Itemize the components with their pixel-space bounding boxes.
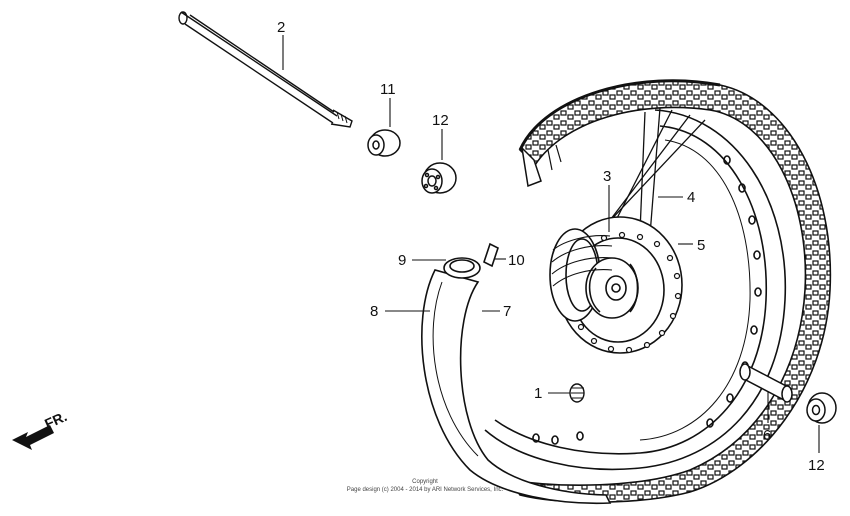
callout-7: 7 [503, 303, 511, 320]
axle [178, 11, 353, 128]
callout-12-lower: 12 [808, 457, 825, 474]
bearing-12-lower [806, 392, 837, 424]
rim [484, 109, 787, 471]
direction-label: FR. [42, 408, 69, 432]
tube [421, 242, 612, 505]
front-arrow: FR. [12, 408, 69, 450]
copyright-notice: Page design (c) 2004 - 2014 by ARI Netwo… [346, 487, 504, 493]
tire [508, 79, 832, 503]
callout-5: 5 [697, 237, 705, 254]
callouts: 2 11 12 3 4 5 9 10 8 7 1 6 12 [277, 19, 825, 474]
callout-3: 3 [603, 168, 611, 185]
copyright-heading: Copyright [412, 479, 438, 485]
callout-12-upper: 12 [432, 112, 449, 129]
leader-lines [282, 35, 820, 453]
callout-6: 6 [763, 427, 771, 444]
callout-11: 11 [380, 81, 396, 98]
callout-8: 8 [370, 303, 378, 320]
spacer [739, 363, 793, 403]
callout-4: 4 [687, 189, 695, 206]
valve-cap [569, 383, 585, 403]
bearing-11 [367, 129, 401, 157]
bearing-12-upper [421, 162, 457, 194]
brake-drum-fins [551, 235, 613, 287]
callout-1: 1 [534, 385, 542, 402]
callout-10: 10 [508, 252, 525, 269]
callout-2: 2 [277, 19, 285, 36]
callout-9: 9 [398, 252, 406, 269]
hub-holes [577, 231, 682, 354]
front-arrow-icon [12, 425, 54, 450]
